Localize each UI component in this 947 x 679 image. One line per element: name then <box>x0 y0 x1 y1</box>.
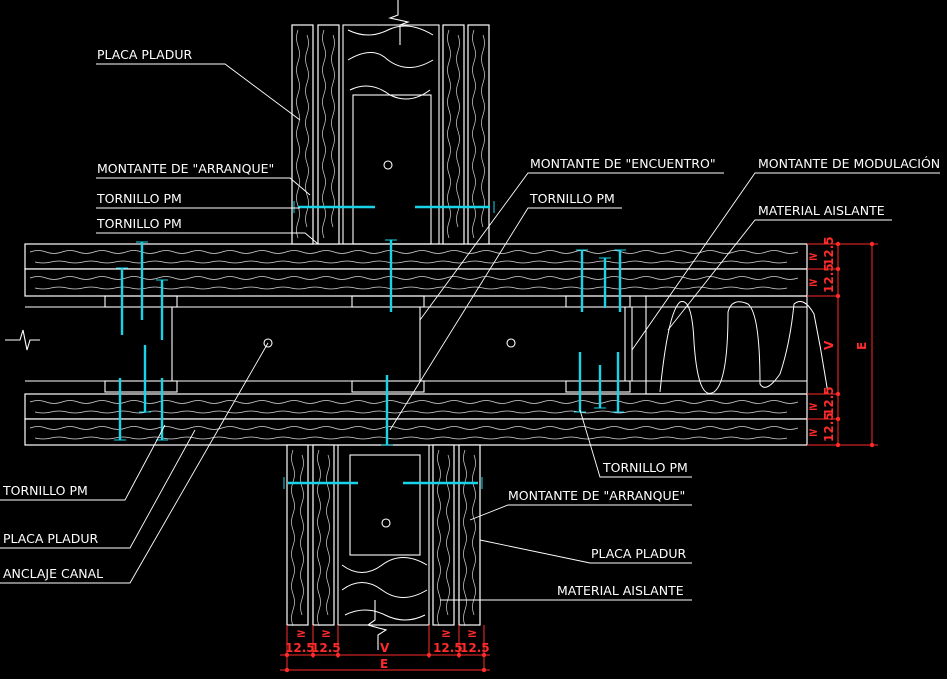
label-anclaje-canal: ANCLAJE CANAL <box>3 566 103 581</box>
board-vt-1 <box>291 24 314 245</box>
board-vb-3 <box>432 444 455 626</box>
break-mark-top <box>388 0 410 45</box>
dim-mark-7: ≥ <box>441 626 451 640</box>
dim-mark-3: ≥ <box>808 399 818 413</box>
board-vb-4 <box>458 444 481 626</box>
stud-bottom-center-mark <box>381 518 391 528</box>
insulation-box <box>645 295 808 395</box>
dim-mark-8: ≥ <box>467 626 477 640</box>
dim-bottom-12-5-d: 12.5 <box>460 641 490 655</box>
board-vt-2 <box>317 24 340 245</box>
dim-right-12-5-a: 12.5 <box>822 236 836 266</box>
dim-mark-2: ≥ <box>808 275 818 289</box>
board-vb-1 <box>286 444 309 626</box>
board-vt-4 <box>467 24 490 245</box>
dim-mark-5: ≥ <box>296 626 306 640</box>
stud-top-inner <box>352 94 432 245</box>
label-tornillo-pm-left: TORNILLO PM <box>2 483 88 498</box>
board-hatch-vt <box>296 29 485 239</box>
channel-track-bottom-3 <box>565 380 631 393</box>
board-h-1 <box>24 243 808 270</box>
label-material-aislante-bottom: MATERIAL AISLANTE <box>557 583 684 598</box>
channel-track-top-2 <box>351 295 425 308</box>
stud-bottom-frame <box>337 444 430 626</box>
label-montante-encuentro: MONTANTE DE "ENCUENTRO" <box>530 156 716 171</box>
label-material-aislante-right: MATERIAL AISLANTE <box>758 203 885 218</box>
label-tornillo-pm-3: TORNILLO PM <box>529 191 615 206</box>
board-h-2 <box>24 268 808 297</box>
dim-mark-6: ≥ <box>321 626 331 640</box>
board-vb-2 <box>312 444 335 626</box>
board-h-3 <box>24 393 808 420</box>
dim-bottom-12-5-c: 12.5 <box>433 641 463 655</box>
bottom-dimensions: ≥ ≥ ≥ ≥ 12.5 12.5 V 12.5 12.5 E <box>280 625 490 673</box>
stud-bottom-inner <box>349 454 421 556</box>
label-placa-pladur-bottom: PLACA PLADUR <box>591 546 686 561</box>
leaders <box>0 63 940 601</box>
stud-top-frame <box>342 24 440 245</box>
dim-mark-1: ≥ <box>808 249 818 263</box>
stud-center-mark-1 <box>263 338 273 348</box>
insulation-zigzag <box>659 301 829 395</box>
label-tornillo-pm-right: TORNILLO PM <box>602 460 688 475</box>
label-tornillo-pm-1: TORNILLO PM <box>96 191 182 206</box>
top-vertical-wall <box>291 0 490 245</box>
label-montante-arranque-bottom: MONTANTE DE "ARRANQUE" <box>508 488 685 503</box>
dim-right-v: V <box>822 340 836 350</box>
label-montante-arranque-top: MONTANTE DE "ARRANQUE" <box>97 161 274 176</box>
screws <box>114 201 626 489</box>
label-tornillo-pm-2: TORNILLO PM <box>96 216 182 231</box>
horizontal-wall <box>5 243 829 446</box>
stud-top-center-mark <box>383 160 393 170</box>
dim-right-e: E <box>855 342 869 350</box>
channel-track-top-3 <box>565 295 631 308</box>
break-mark-bottom <box>366 600 388 650</box>
bottom-vertical-wall <box>286 444 481 650</box>
dim-bottom-12-5-a: 12.5 <box>285 641 315 655</box>
dim-bottom-e: E <box>380 657 388 671</box>
dim-bottom-12-5-b: 12.5 <box>311 641 341 655</box>
label-placa-pladur-left: PLACA PLADUR <box>3 531 98 546</box>
channel-track-bottom <box>104 380 178 393</box>
board-h-4 <box>24 418 808 446</box>
dim-bottom-v: V <box>380 641 390 655</box>
dim-right-12-5-d: 12.5 <box>822 412 836 442</box>
dim-right-12-5-b: 12.5 <box>822 263 836 293</box>
label-placa-pladur-top: PLACA PLADUR <box>97 47 192 62</box>
insulation-top <box>347 25 434 100</box>
dim-mark-4: ≥ <box>808 425 818 439</box>
right-dimensions: ≥ ≥ ≥ ≥ 12.5 12.5 V E 12.5 12.5 <box>807 236 878 448</box>
insulation-bottom <box>341 557 428 621</box>
label-montante-modulacion: MONTANTE DE MODULACIÓN <box>758 156 940 171</box>
dim-right-12-5-c: 12.5 <box>822 386 836 416</box>
board-vt-3 <box>442 24 465 245</box>
screw-heads <box>114 201 626 489</box>
stud-center-mark-2 <box>506 338 516 348</box>
break-mark-left <box>5 329 40 351</box>
